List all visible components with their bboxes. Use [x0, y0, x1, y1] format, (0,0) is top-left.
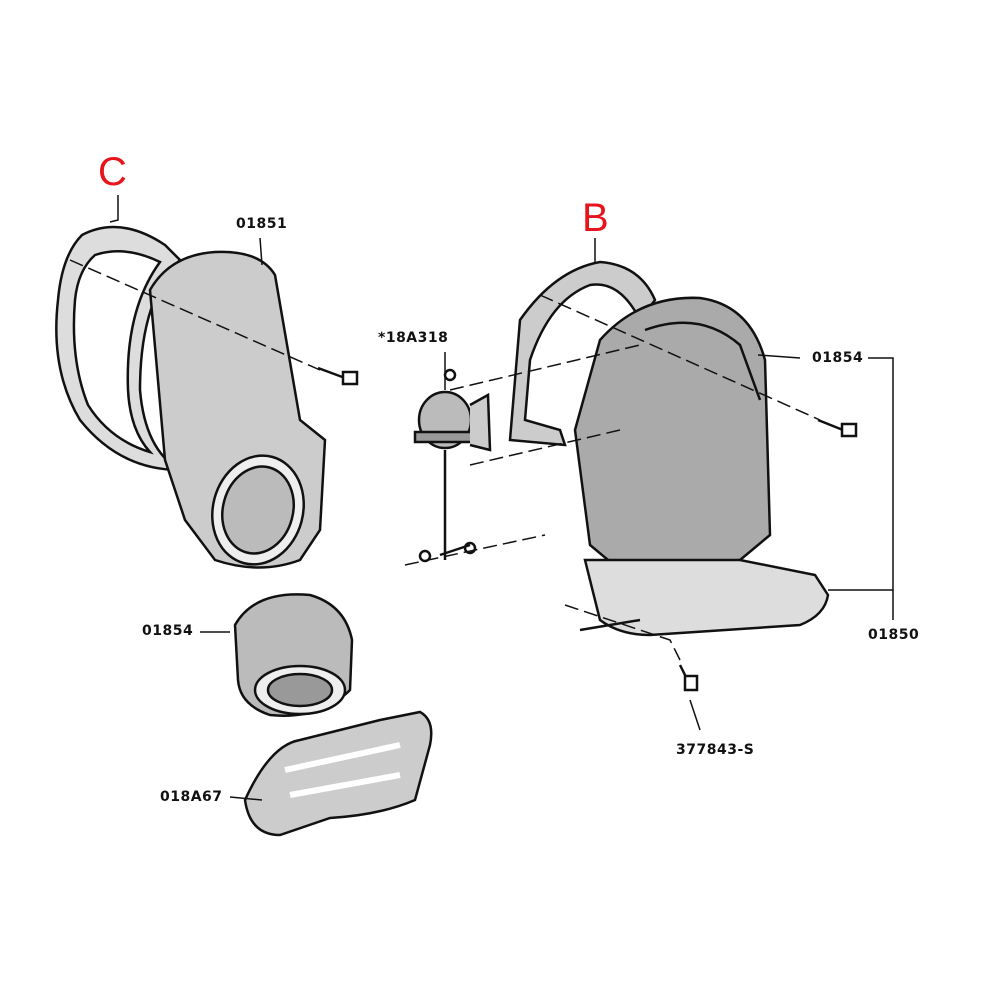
screw-left: [317, 366, 359, 386]
base-plate-01850: [583, 558, 830, 637]
part-label-018A67: 018A67: [160, 789, 223, 805]
screw-right: [817, 418, 858, 438]
part-label-01854-large: 01854: [812, 350, 864, 366]
callout-b: B: [582, 196, 609, 240]
part-label-18A318: *18A318: [378, 330, 449, 346]
part-label-01854-small: 01854: [142, 623, 194, 639]
part-label-377843-S: 377843-S: [676, 742, 755, 758]
part-label-01850: 01850: [868, 627, 920, 643]
vacuum-motor-18A318: [413, 368, 492, 563]
callout-c: C: [98, 150, 127, 194]
part-label-01851: 01851: [236, 216, 288, 232]
bracket-018A67: [243, 710, 433, 837]
screw-377843-S: [678, 664, 699, 692]
housing-01854-large: [573, 296, 772, 572]
